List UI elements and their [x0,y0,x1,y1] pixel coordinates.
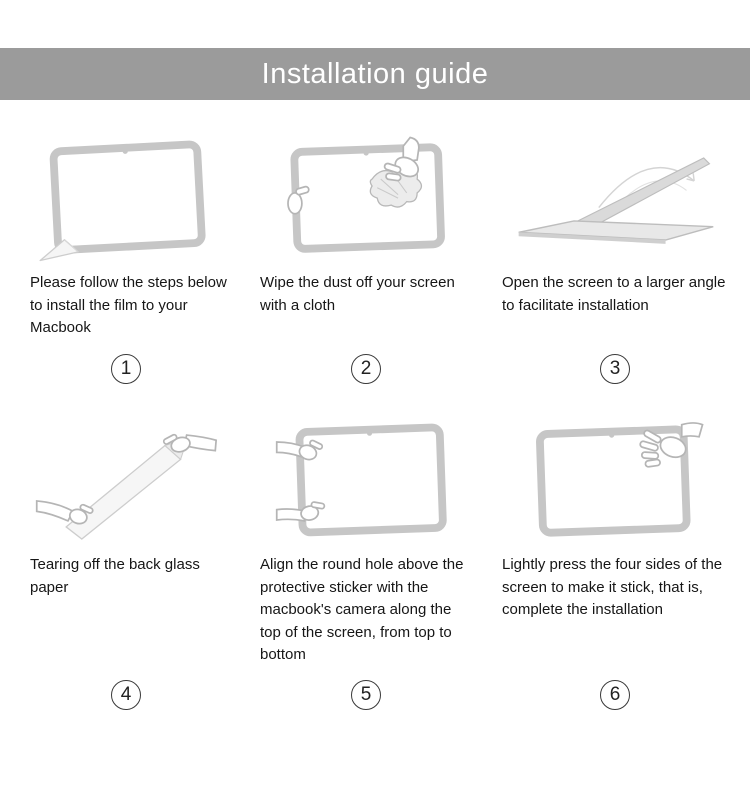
step-6-number-badge: 6 [600,680,630,710]
step-3-number-badge: 3 [600,354,630,384]
laptop-open-illustration-icon [490,134,740,264]
steps-grid: Please follow the steps below to install… [0,100,750,712]
step-5-number-badge: 5 [351,680,381,710]
page-title: Installation guide [261,57,489,90]
step-2: Wipe the dust off your screen with a clo… [242,134,490,386]
step-6-text: Lightly press the four sides of the scre… [502,556,723,618]
step-5-text: Align the round hole above the protectiv… [260,556,464,663]
film-peel-illustration-icon [10,134,242,264]
step-1-number-badge: 1 [111,354,141,384]
wipe-cloth-illustration-icon [242,134,490,264]
step-3-text: Open the screen to a larger angle to fac… [502,274,726,314]
step-2-number-badge: 2 [351,354,381,384]
step-4-text: Tearing off the back glass paper [30,556,200,596]
tear-back-paper-illustration-icon [10,416,242,546]
step-3: Open the screen to a larger angle to fac… [490,134,740,386]
header-bar: Installation guide [0,48,750,100]
step-4-number-badge: 4 [111,680,141,710]
align-camera-illustration-icon [242,416,490,546]
installation-guide-page: Installation guide Please follow the ste… [0,48,750,798]
step-4: Tearing off the back glass paper 4 [10,416,242,712]
step-6: Lightly press the four sides of the scre… [490,416,740,712]
step-2-text: Wipe the dust off your screen with a clo… [260,274,455,314]
step-5: Align the round hole above the protectiv… [242,416,490,712]
press-sides-illustration-icon [490,416,740,546]
step-1-text: Please follow the steps below to install… [30,274,227,336]
step-1: Please follow the steps below to install… [10,134,242,386]
